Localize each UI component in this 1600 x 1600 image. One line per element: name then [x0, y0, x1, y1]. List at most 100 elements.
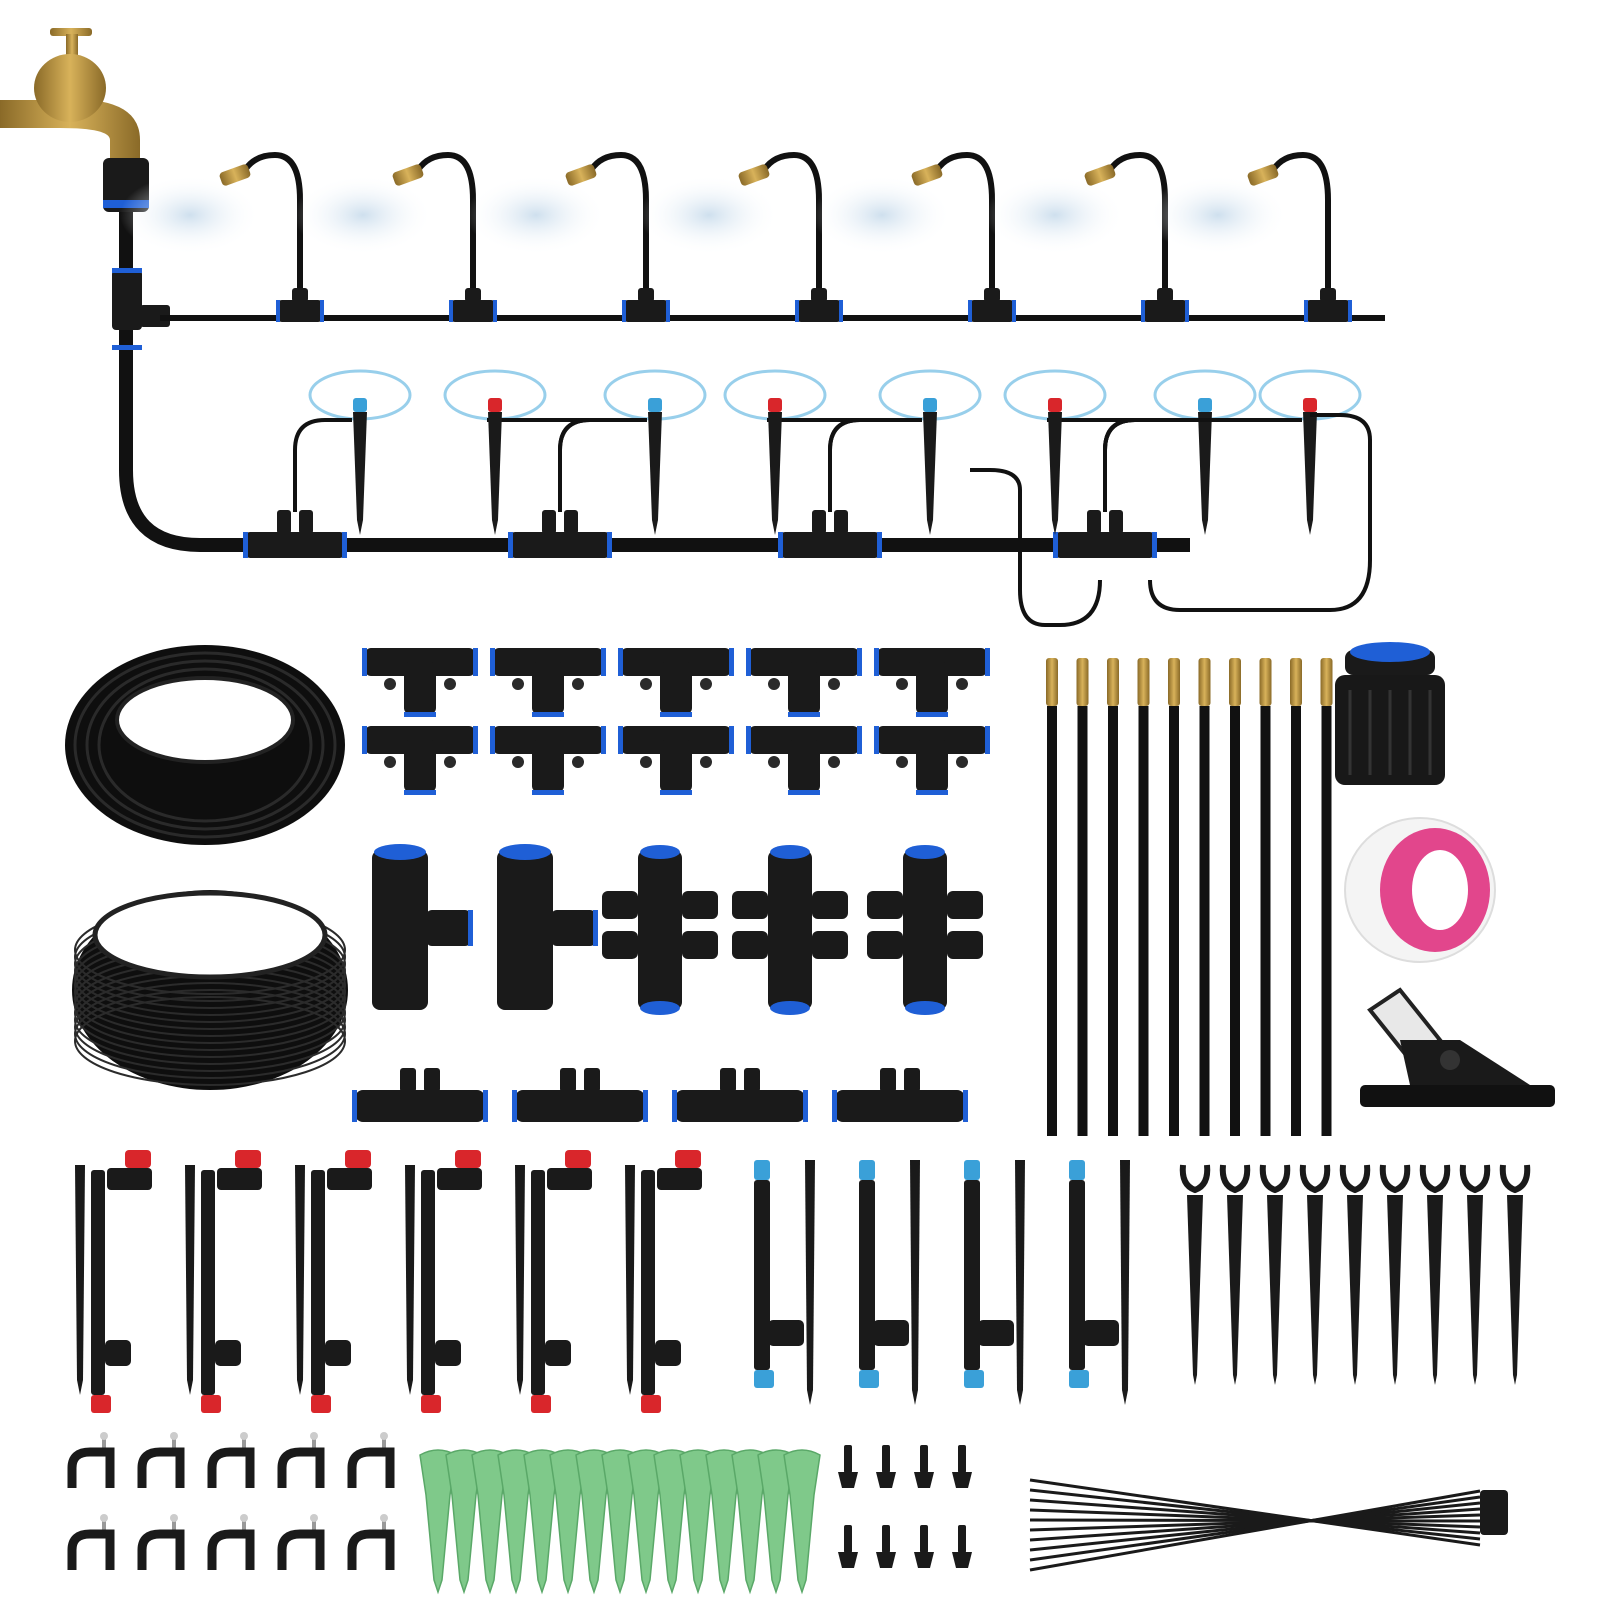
manifold-port: [732, 891, 768, 919]
blue-collar: [490, 726, 495, 754]
blue-collar: [857, 726, 862, 754]
nail-head: [170, 1514, 178, 1522]
stake-spike: [515, 1165, 525, 1395]
brass-nozzle: [1076, 658, 1089, 706]
blue-collar: [342, 532, 347, 558]
extension-tube: [1108, 706, 1118, 1136]
nail-head: [240, 1432, 248, 1440]
tee-fitting: [624, 300, 668, 322]
outlet: [560, 1068, 576, 1092]
tube-wall-clips: [67, 1432, 395, 1570]
brass-nozzle: [1290, 658, 1302, 706]
clip-head: [1179, 1164, 1211, 1194]
blue-collar: [320, 300, 324, 322]
drip-branch-loop: [970, 468, 1102, 627]
brass-nozzle: [1046, 658, 1058, 706]
brass-mist-nozzle: [911, 164, 943, 186]
plug-cap: [952, 1472, 972, 1488]
hub-body: [1055, 532, 1155, 558]
hub-body: [245, 532, 345, 558]
blue-collar: [1185, 300, 1189, 322]
brass-mist-nozzle: [219, 164, 251, 186]
blue-collar: [968, 300, 972, 322]
tee-connector: [874, 726, 990, 795]
stake-spike: [1347, 1195, 1363, 1385]
blue-collar: [666, 300, 670, 322]
plug-stem: [920, 1525, 928, 1553]
blue-collar: [473, 726, 478, 754]
blue-cap: [859, 1160, 875, 1180]
stake-spike: [910, 1160, 920, 1405]
stake-spike: [1198, 412, 1212, 535]
stake-spike: [1048, 412, 1062, 535]
red-cap: [675, 1150, 701, 1168]
clip-body: [347, 1529, 395, 1570]
mist-spray: [466, 175, 606, 255]
micro-tube: [1103, 418, 1197, 512]
stake-spike: [625, 1165, 635, 1395]
tee-stem: [465, 288, 481, 302]
red-cap: [235, 1150, 261, 1168]
manifold-port: [682, 891, 718, 919]
red-cap: [1048, 398, 1062, 412]
brass-nozzle: [1229, 658, 1241, 706]
gooseneck-tube: [1270, 151, 1331, 300]
drip-tee-hub: [508, 510, 612, 558]
brass-mist-nozzle: [1084, 164, 1116, 186]
connector-nub: [896, 678, 908, 690]
blue-cap-stake: [859, 1160, 920, 1405]
tube-clip: [277, 1432, 325, 1488]
tee-leg: [532, 740, 564, 792]
tee-stem: [984, 288, 1000, 302]
blue-base-cap: [754, 1370, 774, 1388]
blue-collar: [352, 1090, 357, 1122]
connector-nub: [768, 756, 780, 768]
mist-spray: [985, 175, 1125, 255]
drip-stake-assembly: [828, 369, 982, 535]
red-cap: [565, 1150, 591, 1168]
end-plug: [876, 1525, 896, 1568]
connector-nub: [640, 756, 652, 768]
stake-head: [657, 1168, 702, 1190]
outlet: [744, 1068, 760, 1092]
stake-spike: [1227, 1195, 1243, 1385]
blue-collar: [362, 726, 367, 754]
blue-base-cap: [1069, 1370, 1089, 1388]
blue-collar: [877, 532, 882, 558]
blue-collar: [1152, 532, 1157, 558]
double-outlet-tee: [672, 1068, 808, 1122]
blue-collar: [593, 910, 598, 946]
plug-cap: [838, 1472, 858, 1488]
nail-head: [380, 1514, 388, 1522]
tee-leg: [404, 662, 436, 714]
connector-nub: [384, 678, 396, 690]
plug-cap: [876, 1472, 896, 1488]
blue-collar: [532, 712, 564, 717]
blue-collar: [905, 845, 945, 859]
hub-body: [510, 532, 610, 558]
drip-branch-loop-right: [1148, 413, 1372, 612]
tube-clip: [347, 1514, 395, 1570]
blue-collar: [729, 648, 734, 676]
blue-cap: [964, 1160, 980, 1180]
teflon-tape-roll: [1344, 817, 1496, 963]
red-cap-stake: [185, 1150, 262, 1413]
support-stake: [1499, 1164, 1531, 1385]
tee-leg: [916, 740, 948, 792]
connector-nub: [828, 678, 840, 690]
tee-fitting: [797, 300, 841, 322]
stake-spike: [1120, 1160, 1130, 1405]
tee-body: [355, 1090, 485, 1122]
tee-leg: [916, 662, 948, 714]
nozzle-extension-rod: [1259, 658, 1272, 1136]
connector-nub: [828, 756, 840, 768]
support-stake: [1259, 1164, 1291, 1385]
side-connector: [105, 1340, 131, 1366]
manifold-port: [682, 931, 718, 959]
blue-cap-stake: [754, 1160, 815, 1405]
end-plug: [914, 1525, 934, 1568]
extension-tube: [1199, 706, 1210, 1136]
red-cap-stake: [625, 1150, 702, 1413]
tube-clip: [137, 1514, 185, 1570]
blue-collar: [770, 1001, 810, 1015]
